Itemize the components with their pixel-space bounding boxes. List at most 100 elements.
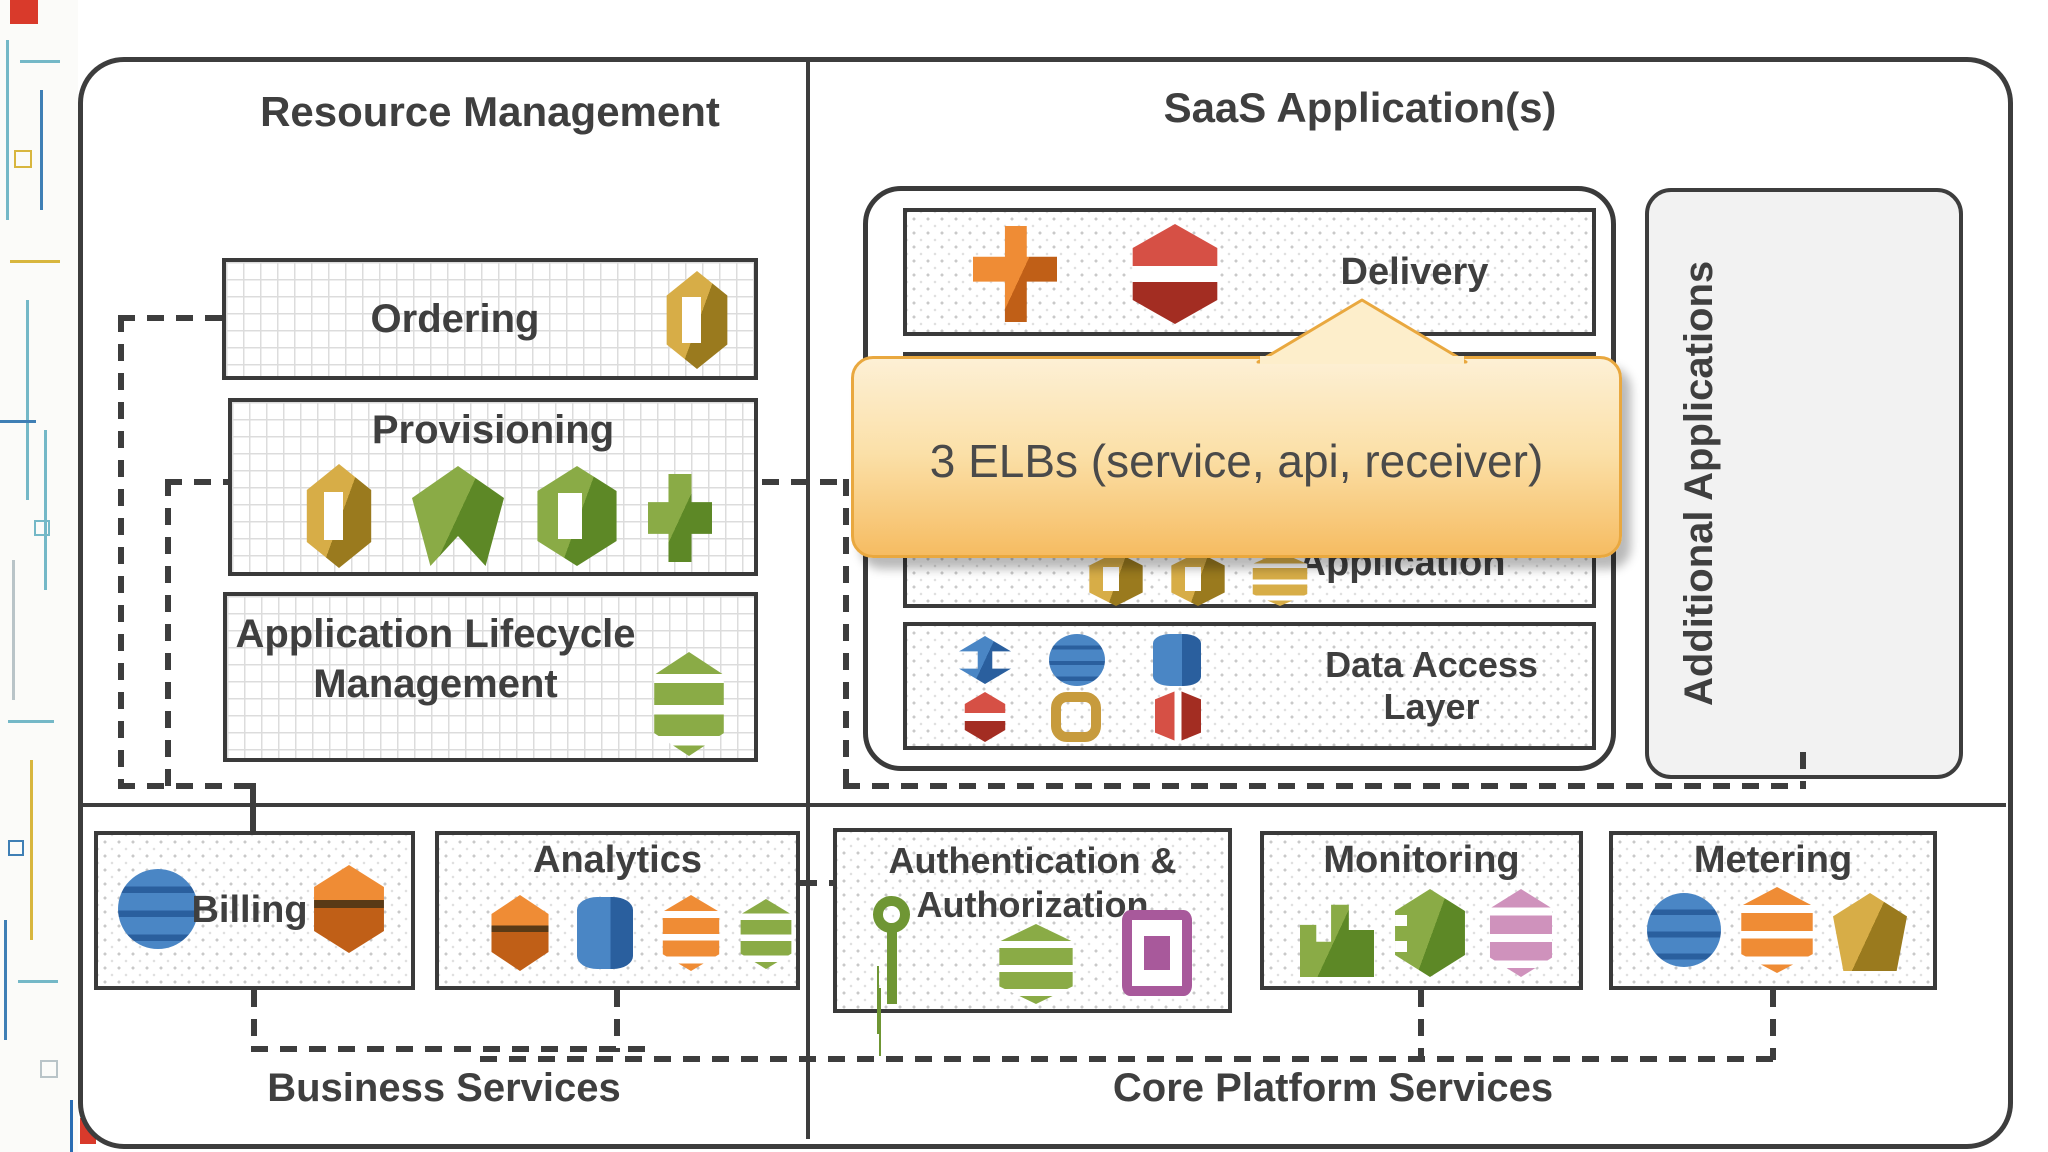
connector-billing-down — [251, 990, 257, 1052]
decor-shape — [0, 420, 36, 423]
decor-shape — [18, 980, 58, 983]
alm-label-line2: Management — [313, 662, 558, 706]
decor-shape — [12, 560, 15, 700]
provisioning-label: Provisioning — [371, 408, 615, 452]
app-service-gold-icon-2 — [1171, 552, 1225, 606]
decor-shape — [10, 260, 60, 263]
cognito-icon — [1122, 910, 1192, 996]
route53-icon — [1132, 224, 1218, 324]
delivery-label: Delivery — [1340, 250, 1489, 293]
delivery-box: Delivery — [903, 208, 1596, 336]
iam-key-icon — [869, 896, 921, 1004]
ordering-box: Ordering — [222, 258, 758, 380]
data-access-label-line1: Data Access — [1325, 644, 1538, 685]
metering-box: Metering — [1609, 831, 1937, 990]
config-icon — [1395, 889, 1465, 977]
cloudwatch-icon — [1300, 904, 1374, 977]
additional-applications-label: Additional Applications — [1677, 260, 1721, 707]
decor-shape — [20, 60, 60, 63]
dynamodb-icon — [118, 869, 198, 949]
connector-billing-riser — [250, 783, 256, 831]
elasticache-icon — [964, 692, 1006, 742]
ses-icon — [491, 895, 549, 971]
decor-shape — [6, 40, 9, 220]
decor-shape — [26, 300, 29, 500]
connector-metering-down — [1770, 990, 1776, 1060]
ec2-icon — [577, 897, 633, 969]
decor-shape — [14, 150, 32, 168]
slide-corner-red-mark — [10, 0, 38, 24]
ses-icon — [314, 865, 384, 953]
ordering-label: Ordering — [370, 296, 540, 341]
decor-shape — [40, 90, 43, 210]
decor-pattern-strip — [0, 0, 78, 1152]
elb-callout-pointer — [1256, 298, 1468, 364]
kinesis-firehose-icon — [1741, 887, 1813, 973]
elb-callout-text: 3 ELBs (service, api, receiver) — [929, 435, 1544, 487]
cloudsearch-icon — [959, 636, 1011, 684]
connector-analytics-auth — [800, 880, 835, 886]
app-service-gold-icon-1 — [1089, 552, 1143, 606]
auth-box: Authentication & Authorization — [833, 828, 1232, 1013]
analytics-box: Analytics — [435, 831, 800, 990]
billing-box: Billing — [94, 831, 415, 990]
decor-shape — [4, 920, 7, 1040]
cloudformation-icon — [306, 464, 372, 568]
connector-bottom-line-2 — [480, 1056, 1776, 1062]
section-divider-horizontal — [80, 803, 2006, 807]
decor-blue-line-bottom — [70, 1100, 73, 1152]
connector-ordering-left — [118, 315, 222, 321]
resource-management-title: Resource Management — [260, 88, 720, 135]
data-access-label-line2: Layer — [1383, 686, 1480, 727]
decor-shape — [8, 840, 24, 856]
decor-shape — [30, 760, 33, 940]
emr-icon — [740, 899, 792, 969]
saas-applications-title: SaaS Application(s) — [1163, 84, 1557, 131]
elb-callout: 3 ELBs (service, api, receiver) — [851, 356, 1622, 558]
billing-label: Billing — [191, 889, 308, 931]
core-platform-services-title: Core Platform Services — [1112, 1066, 1554, 1110]
alm-label-line1: Application Lifecycle — [235, 612, 636, 656]
monitoring-label: Monitoring — [1323, 839, 1520, 881]
provisioning-box: Provisioning — [228, 398, 758, 576]
auth-label-line1: Authentication & — [888, 840, 1177, 881]
analytics-label: Analytics — [533, 839, 702, 881]
glacier-icon — [1051, 692, 1101, 742]
connector-left-outer-vertical — [118, 315, 124, 788]
connector-provisioning-left — [165, 479, 228, 485]
data-access-label: Data Access Layer — [1287, 626, 1576, 746]
connector-left-bottom-join — [118, 783, 256, 789]
decor-shape — [40, 1060, 58, 1078]
connector-left-inner-vertical — [165, 479, 171, 788]
section-divider-vertical — [806, 57, 810, 1139]
opsworks-icon — [648, 474, 712, 562]
application-lifecycle-box: Application Lifecycle Management — [223, 592, 758, 762]
connector-bottom-line-1 — [251, 1046, 646, 1052]
auth-label-line2: Authorization — [916, 884, 1149, 925]
lambda-icon — [1833, 893, 1907, 971]
dynamodb-icon — [1049, 634, 1105, 686]
app-service-gold-icon-3 — [1252, 552, 1308, 606]
ecs-container-icon — [537, 466, 617, 566]
business-services-title: Business Services — [267, 1066, 621, 1110]
elastic-beanstalk-leaf-icon — [412, 466, 504, 566]
mobile-analytics-icon — [1489, 889, 1553, 977]
metering-label: Metering — [1693, 839, 1853, 881]
connector-monitoring-down — [1418, 990, 1424, 1060]
connector-analytics-down — [614, 990, 620, 1052]
additional-applications-panel: Additional Applications — [1645, 188, 1963, 779]
rds-icon — [1153, 634, 1201, 686]
kinesis-icon — [662, 895, 720, 971]
decor-shape — [44, 430, 47, 590]
cloudformation-icon — [666, 271, 728, 369]
connector-additional-apps-riser — [1800, 752, 1806, 786]
data-access-layer-box: Data Access Layer — [903, 622, 1596, 750]
decor-shape — [8, 720, 54, 723]
codedeploy-icon — [654, 652, 724, 756]
connector-provisioning-right — [762, 479, 843, 485]
connector-saas-left-vertical — [843, 479, 849, 788]
connector-saas-bottom — [843, 783, 1806, 789]
monitoring-box: Monitoring — [1260, 831, 1583, 990]
elb-icon — [973, 226, 1057, 322]
